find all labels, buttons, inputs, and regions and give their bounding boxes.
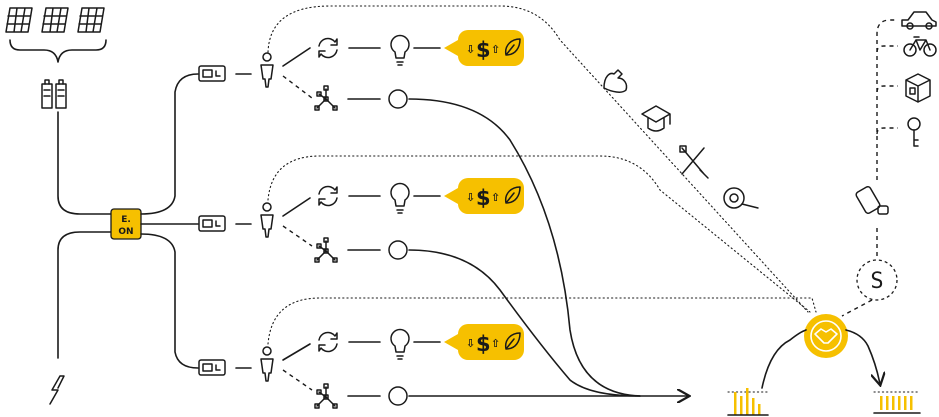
tools-icon xyxy=(679,145,709,179)
battery-icon xyxy=(41,79,67,109)
smart-meter-icon xyxy=(198,65,226,82)
person-icon xyxy=(260,52,274,88)
sync-arrows-icon xyxy=(318,185,338,207)
mobility-spine xyxy=(876,19,898,180)
key-icon xyxy=(907,117,921,147)
network-icon xyxy=(314,85,338,111)
handshake-hub xyxy=(804,314,848,358)
handshake-icon xyxy=(814,328,838,344)
network-icon xyxy=(314,237,338,263)
lightning-icon xyxy=(49,375,65,405)
up-arrow: ⇧ xyxy=(491,191,500,204)
box-icon xyxy=(905,73,931,103)
dollar-sign: $ xyxy=(476,332,491,356)
circle-node-icon xyxy=(388,89,408,109)
grid-line xyxy=(57,231,113,359)
flow-curve xyxy=(408,249,641,397)
cost-savings-bubble: ⇩ $ ⇧ xyxy=(444,30,524,66)
circle-node-icon xyxy=(388,386,408,406)
phone-icon xyxy=(855,185,889,215)
collector-brace xyxy=(9,39,107,63)
down-arrow: ⇩ xyxy=(466,191,475,204)
hub-branch-top xyxy=(140,73,199,215)
solar-panel-icon xyxy=(41,7,69,33)
solar-panel-icon xyxy=(77,7,105,33)
bar-chart-icon xyxy=(727,388,769,416)
household-row: ⇩ $ ⇧ xyxy=(198,5,809,397)
household-row: ⇩ $ ⇧ xyxy=(198,155,811,397)
flow-curve xyxy=(408,98,641,397)
leaf-icon xyxy=(504,186,521,204)
sync-arrows-icon xyxy=(318,37,338,59)
household-row: ⇩ $ ⇧ xyxy=(198,297,817,409)
down-arrow: ⇩ xyxy=(466,43,475,56)
solar-panels xyxy=(5,7,107,63)
up-arrow: ⇧ xyxy=(491,43,500,56)
service-badge-letter: S xyxy=(870,269,883,294)
light-bulb-icon xyxy=(390,182,410,214)
light-bulb-icon xyxy=(390,328,410,360)
service-badge: S xyxy=(856,259,898,301)
up-arrow: ⇧ xyxy=(491,337,500,350)
collection-curve xyxy=(761,329,807,389)
circle-node-icon xyxy=(388,240,408,260)
network-icon xyxy=(314,383,338,409)
person-icon xyxy=(260,202,274,238)
bicycle-icon xyxy=(903,36,937,57)
dollar-sign: $ xyxy=(476,186,491,210)
distribution-curve xyxy=(845,329,880,384)
down-arrow: ⇩ xyxy=(466,337,475,350)
smart-meter-icon xyxy=(198,359,226,376)
light-bulb-icon xyxy=(390,34,410,66)
solar-panel-icon xyxy=(5,7,33,33)
supply-line xyxy=(57,111,113,215)
smart-meter-icon xyxy=(198,215,226,232)
bicep-icon xyxy=(603,69,628,93)
dollar-sign: $ xyxy=(476,38,491,62)
hub-logo-bottom: ON xyxy=(118,227,133,237)
sync-arrows-icon xyxy=(318,331,338,353)
hub-branch-bottom xyxy=(140,233,199,369)
bar-chart-icon xyxy=(873,391,921,414)
hub-logo-top: E. xyxy=(121,215,131,225)
cost-savings-bubble: ⇩ $ ⇧ xyxy=(444,178,524,214)
leaf-icon xyxy=(504,38,521,56)
eon-hub: E. ON xyxy=(110,208,142,240)
magnifier-icon xyxy=(723,187,759,209)
leaf-icon xyxy=(504,332,521,350)
cost-savings-bubble: ⇩ $ ⇧ xyxy=(444,324,524,360)
person-icon xyxy=(260,346,274,382)
car-icon xyxy=(901,11,937,30)
graduation-cap-icon xyxy=(641,105,671,132)
